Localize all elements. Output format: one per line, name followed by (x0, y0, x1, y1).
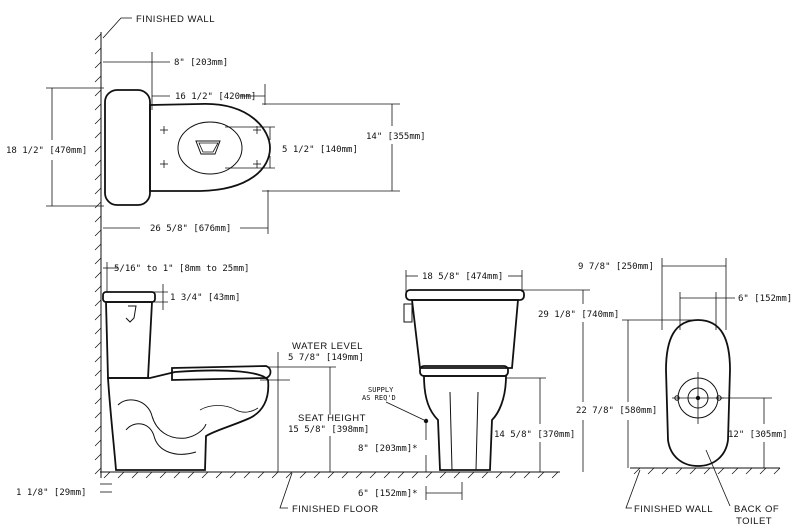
bowl-opening-plan (177, 121, 243, 175)
dim-supply-height: 8" [203mm]* (358, 444, 418, 454)
dim-side-rough-in: 12" [305mm] (728, 430, 788, 440)
seat-side (171, 365, 272, 381)
finished-wall-bottom-leader (625, 469, 641, 509)
dim-bowl-width: 14" [355mm] (366, 132, 426, 142)
supply-label: SUPPLY (368, 386, 394, 394)
drain-plan (195, 140, 221, 155)
floor-hatch (103, 471, 559, 479)
dim-seat-height: 15 5/8" [398mm] (288, 425, 369, 435)
toilet-underside-outline (665, 319, 731, 467)
finished-floor-label: FINISHED FLOOR (292, 504, 379, 515)
dim-side-length: 22 7/8" [580mm] (576, 406, 657, 416)
tank-body-side (105, 301, 153, 379)
dim-front-rim: 14 5/8" [370mm] (494, 430, 575, 440)
finished-wall-label: FINISHED WALL (136, 14, 215, 25)
dim-bolt-to-front: 16 1/2" [420mm] (175, 92, 256, 102)
dim-supply-offset: 6" [152mm]* (358, 489, 418, 499)
supply-as-reqd: AS REQ'D (362, 394, 396, 402)
dim-overall-length: 26 5/8" [676mm] (150, 224, 231, 234)
wall-hatch (94, 33, 102, 475)
dim-front-height: 29 1/8" [740mm] (538, 310, 619, 320)
dim-floor-offset: 1 1/8" [29mm] (16, 488, 86, 498)
water-level-label: WATER LEVEL (292, 341, 363, 352)
dim-overall-depth: 18 1/2" [470mm] (6, 146, 87, 156)
tank-plan (104, 89, 151, 206)
finished-wall-leader (102, 17, 132, 39)
dim-side-flange: 6" [152mm] (738, 294, 792, 304)
side-elevation: 5/16" to 1" [8mm to 25mm] 1 3/4" [43mm] … (16, 262, 560, 515)
tank-body-front (410, 299, 519, 369)
plan-view: FINISHED WALL 8" [203mm] 16 1/2" [420mm]… (6, 14, 426, 478)
dim-front-width: 18 5/8" [474mm] (422, 272, 503, 282)
finished-wall-bottom-label: FINISHED WALL (634, 504, 713, 515)
back-of-toilet-label-1: BACK OF (734, 504, 779, 515)
dim-side-depth: 9 7/8" [250mm] (578, 262, 654, 272)
mounting-holes (160, 126, 261, 168)
tank-lid-side (102, 291, 156, 303)
flush-lever-front (403, 303, 413, 323)
end-wall-hatch (633, 467, 781, 475)
dim-water-level: 5 7/8" [149mm] (288, 353, 364, 363)
dim-wall-offset: 8" [203mm] (174, 58, 228, 68)
dim-rough-in-range: 5/16" to 1" [8mm to 25mm] (114, 264, 249, 274)
tank-lid-front (405, 289, 525, 301)
dim-tank-lid: 1 3/4" [43mm] (170, 293, 240, 303)
bowl-body-side (107, 369, 270, 471)
end-view: 9 7/8" [250mm] 6" [152mm] 12" [305mm] FI… (578, 258, 792, 527)
front-elevation: 18 5/8" [474mm] SUPPLY AS REQ'D 8" [203m… (358, 270, 657, 500)
bowl-plan-outline (149, 103, 271, 192)
dim-opening: 5 1/2" [140mm] (282, 145, 358, 155)
back-of-toilet-label-2: TOILET (736, 516, 772, 527)
finished-floor-leader (279, 472, 293, 509)
bowl-front (423, 375, 507, 471)
flush-lever-side (125, 305, 137, 323)
seat-height-label: SEAT HEIGHT (298, 413, 366, 424)
